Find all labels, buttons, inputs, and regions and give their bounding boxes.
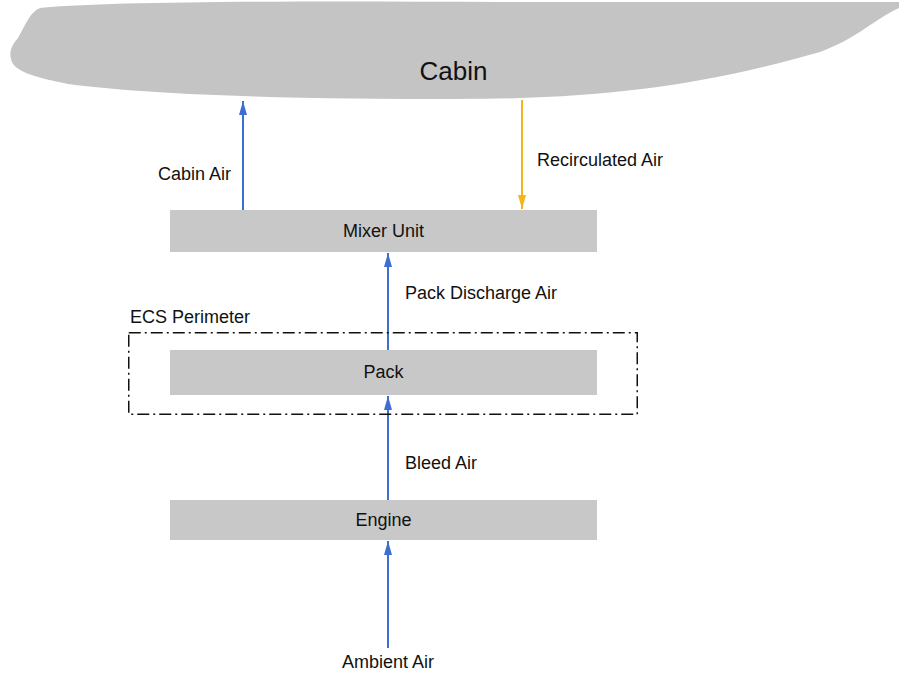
flow-label: Pack Discharge Air: [403, 282, 559, 304]
engine-box: Engine: [170, 500, 597, 540]
bleed-air-arrow: [387, 396, 389, 500]
mixer-unit-box: Mixer Unit: [170, 210, 597, 252]
dash-dot-border: [129, 333, 638, 415]
node-label: Mixer Unit: [343, 221, 424, 242]
node-label: ECS Perimeter: [130, 307, 250, 328]
node-label: Pack: [363, 362, 403, 383]
cabin-fuselage: Cabin: [8, 0, 899, 100]
cabin-air-arrow: [242, 101, 244, 210]
ambient-air-arrow: [387, 541, 389, 648]
recirculated-air-arrow: [521, 100, 523, 209]
pack-box: Pack: [170, 350, 597, 395]
flow-label: Cabin Air: [156, 163, 233, 185]
ecs-perimeter: ECS PerimeterPack: [128, 305, 638, 415]
source-label: Ambient Air: [340, 651, 436, 673]
pack-discharge-arrow: [387, 253, 389, 350]
node-label: Cabin: [8, 56, 899, 87]
flow-label: Recirculated Air: [535, 149, 665, 171]
node-label: Engine: [355, 510, 411, 531]
flow-label: Bleed Air: [403, 452, 479, 474]
